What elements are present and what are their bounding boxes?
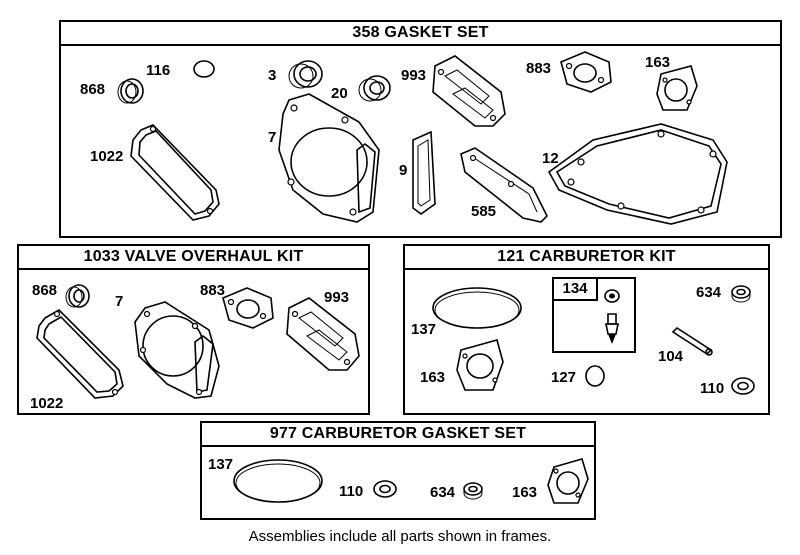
label-20: 20 (331, 85, 348, 102)
label-868: 868 (80, 81, 106, 98)
valve-kit-title: 1033 VALVE OVERHAUL KIT (19, 246, 368, 270)
label-1022: 1022 (30, 395, 64, 412)
part-12-crankcase-gasket (547, 123, 728, 225)
part-3-seal (288, 60, 323, 89)
label-993: 993 (401, 67, 427, 84)
label-883: 883 (526, 60, 552, 77)
label-868: 868 (32, 282, 58, 299)
part-883-gasket (560, 51, 612, 93)
label-993: 993 (324, 289, 350, 306)
part-163-gasket (656, 65, 698, 111)
label-7: 7 (268, 129, 277, 146)
part-883-gasket (222, 287, 274, 329)
carb-gasket-set-title: 977 CARBURETOR GASKET SET (202, 423, 594, 447)
part-163-gasket (456, 339, 504, 391)
part-110-washer (731, 377, 755, 395)
part-137-oring (432, 287, 522, 329)
label-163: 163 (645, 54, 671, 71)
part-7-head-gasket (134, 301, 220, 399)
label-137: 137 (208, 456, 234, 473)
part-20-seal (358, 75, 391, 102)
gasket-set-title: 358 GASKET SET (61, 22, 780, 46)
label-12: 12 (542, 150, 559, 167)
part-163-gasket (547, 458, 589, 504)
part-7-head-gasket (278, 93, 380, 223)
part-993-gasket (432, 55, 506, 127)
carb-gasket-set-frame: 977 CARBURETOR GASKET SET 137 110 634 16… (200, 421, 596, 520)
label-104: 104 (658, 348, 684, 365)
valve-kit-frame: 1033 VALVE OVERHAUL KIT (17, 244, 370, 415)
label-7: 7 (115, 293, 124, 310)
label-634: 634 (430, 484, 456, 501)
part-1022-gasket (130, 124, 220, 221)
part-634-seal (463, 482, 483, 500)
part-868-seal (117, 78, 144, 104)
label-883: 883 (200, 282, 226, 299)
part-585-gasket (460, 147, 548, 223)
label-634: 634 (696, 284, 722, 301)
carb-kit-title: 121 CARBURETOR KIT (405, 246, 768, 270)
label-585: 585 (471, 203, 497, 220)
label-110: 110 (700, 380, 725, 397)
label-1022: 1022 (90, 148, 124, 165)
label-9: 9 (399, 162, 408, 179)
gasket-set-frame: 358 GASKET SET (59, 20, 782, 238)
footer-note: Assemblies include all parts shown in fr… (248, 528, 552, 545)
part-634-seal (731, 285, 751, 303)
carb-gasket-set-drawing (233, 458, 589, 504)
label-116: 116 (146, 62, 171, 79)
carb-kit-frame: 121 CARBURETOR KIT 134 (403, 244, 770, 415)
label-163: 163 (420, 369, 446, 386)
part-868-seal (65, 284, 90, 308)
valve-kit-drawing (36, 284, 360, 399)
label-163: 163 (512, 484, 538, 501)
label-137: 137 (411, 321, 437, 338)
label-3: 3 (268, 67, 277, 84)
part-993-gasket (286, 297, 360, 371)
part-110-washer (373, 480, 397, 498)
part-137-oring (233, 459, 323, 503)
subkit-tag-134: 134 (554, 279, 598, 301)
part-1022-gasket (36, 309, 124, 399)
carb-kit-drawing (432, 285, 755, 395)
part-116-oring (193, 60, 215, 78)
part-127-plug (585, 365, 605, 387)
part-104-pin (671, 326, 713, 356)
gasket-set-drawing (117, 51, 728, 225)
part-134-needle-valve (604, 289, 620, 344)
needle-valve-subkit-box: 134 (552, 277, 636, 353)
label-127: 127 (551, 369, 577, 386)
part-9-gasket (412, 130, 436, 215)
label-110: 110 (339, 483, 364, 500)
